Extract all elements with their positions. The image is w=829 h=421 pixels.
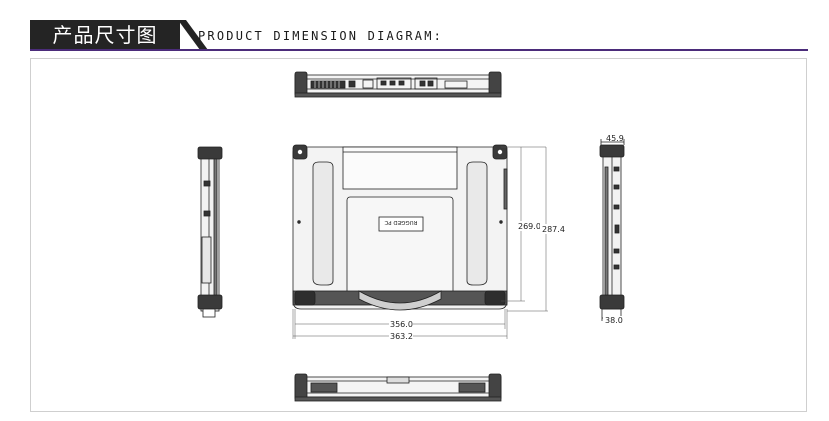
dim-width-outer: 363.2: [390, 332, 413, 341]
header-underline: [30, 49, 808, 51]
dim-depth-top: 45.9: [606, 134, 624, 143]
left-side-view: [197, 146, 223, 318]
section-subtitle: PRODUCT DIMENSION DIAGRAM:: [198, 29, 444, 43]
dim-height-outer: 287.4: [542, 225, 565, 234]
bottom-view: RUGGED PC: [292, 144, 508, 311]
dim-depth-bottom: 38.0: [605, 316, 623, 325]
badge-slash-decoration: [178, 20, 208, 50]
dim-width-inner: 356.0: [390, 320, 413, 329]
front-edge-view: [294, 373, 502, 402]
device-label: RUGGED PC: [384, 219, 417, 225]
section-title-badge: 产品尺寸图: [30, 20, 180, 50]
section-header: 产品尺寸图 PRODUCT DIMENSION DIAGRAM:: [30, 20, 808, 52]
top-view: [294, 71, 502, 98]
right-side-view: [599, 139, 625, 321]
dimension-drawing: RUGGED PC 269.0 287.4 356.: [197, 71, 625, 402]
diagram-frame: RUGGED PC 269.0 287.4 356.: [30, 58, 807, 412]
dim-height-inner: 269.0: [518, 222, 541, 231]
